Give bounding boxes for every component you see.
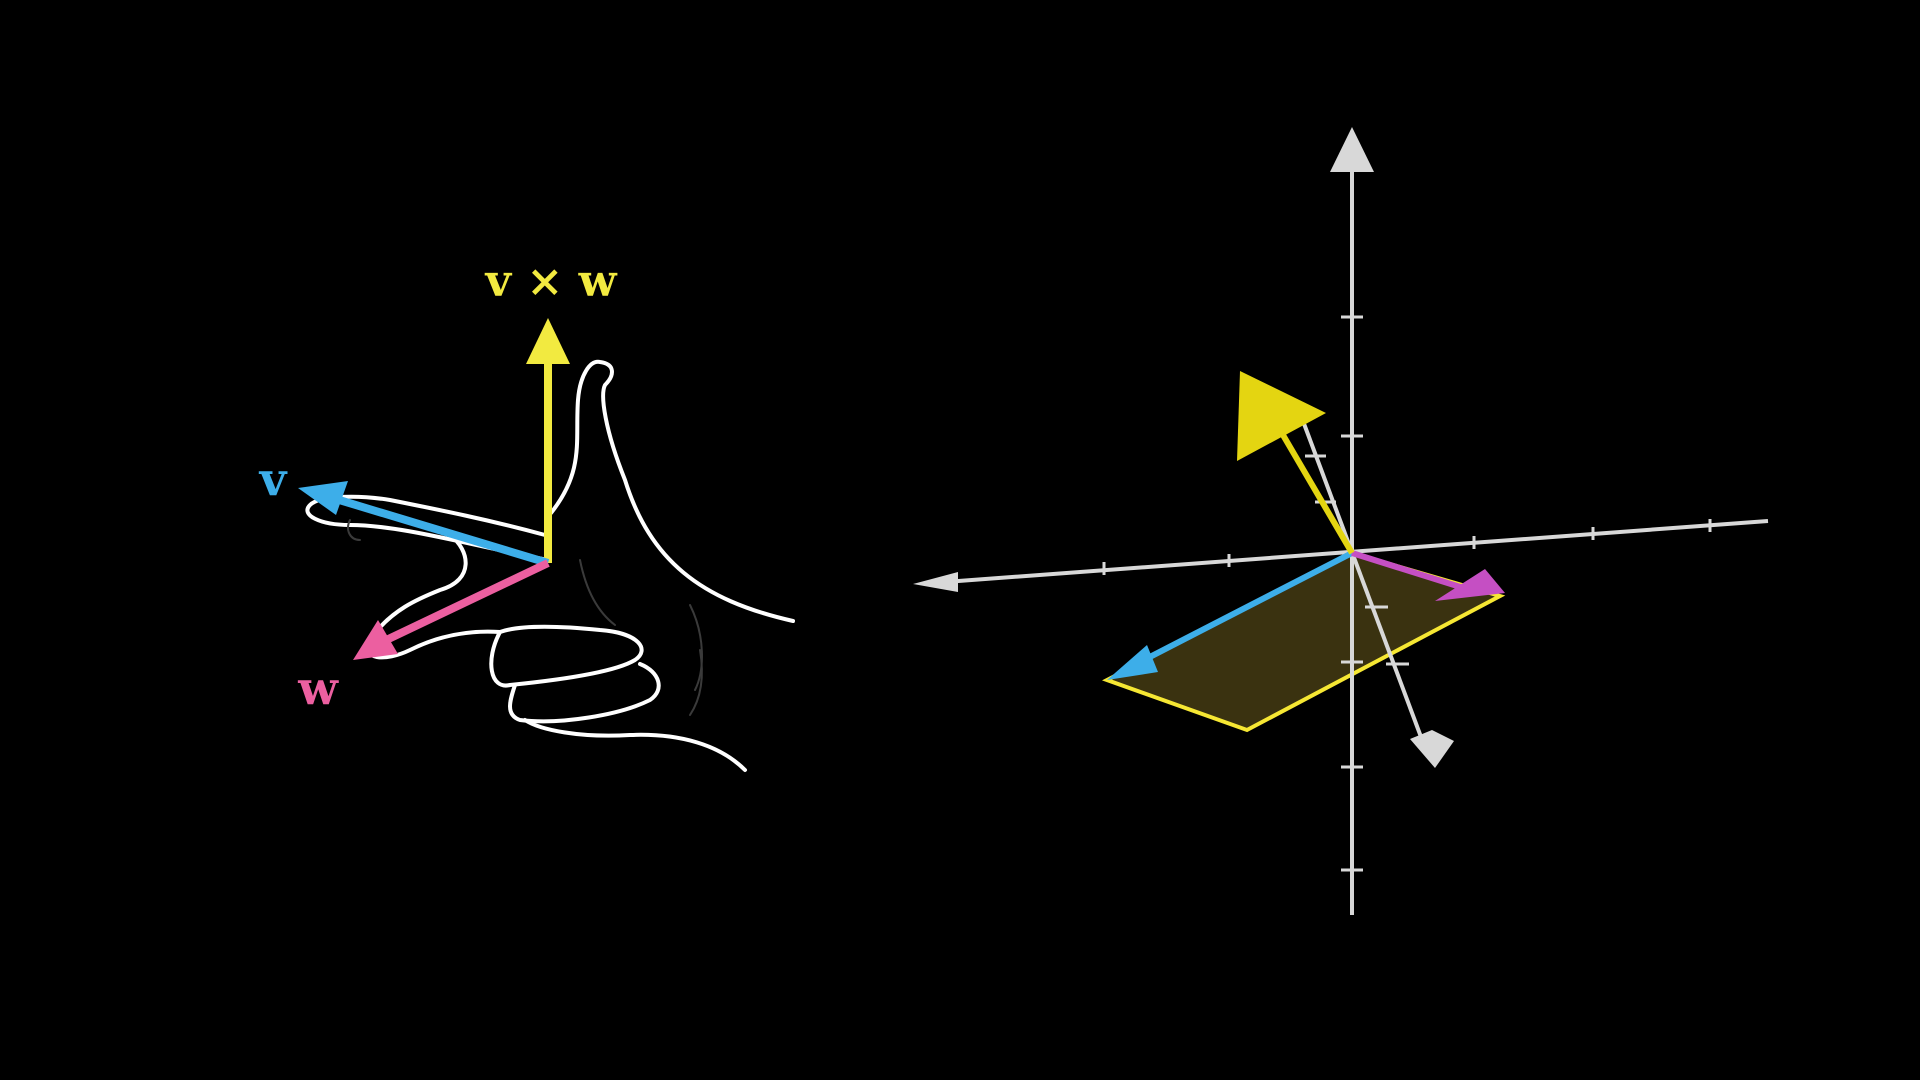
v-label: v	[259, 452, 288, 506]
v-3d-arrow	[1107, 550, 1354, 680]
v-arrow	[298, 481, 550, 567]
ring-finger-outline	[489, 624, 644, 688]
palm-bottom-outline	[523, 718, 747, 772]
depth-axis-arrowhead	[1410, 730, 1454, 768]
crease-1	[579, 559, 616, 626]
v-shaft	[324, 492, 550, 567]
v-3d-arrowhead	[1107, 645, 1158, 680]
hand-creases	[347, 519, 703, 716]
w-arrow	[353, 559, 550, 660]
thumb-outline	[549, 359, 795, 623]
cross-product-3d-arrowhead	[1237, 371, 1326, 461]
v-arrowhead	[298, 481, 348, 515]
vertical-axis-arrowhead	[1330, 127, 1374, 172]
horizontal-axis-arrowhead	[913, 572, 958, 592]
vertical-axis	[1330, 127, 1374, 915]
cross-product-label: v × w	[485, 256, 618, 307]
w-3d-shaft	[1351, 550, 1471, 593]
crease-4	[347, 519, 361, 541]
w-arrowhead	[353, 620, 398, 660]
crease-2	[689, 604, 703, 691]
3d-axes-panel	[913, 127, 1769, 915]
w-3d-arrow	[1351, 550, 1505, 601]
crease-3	[689, 649, 703, 716]
cross-product-3d-shaft	[1280, 433, 1355, 555]
w-shaft	[378, 559, 550, 647]
pinky-outline	[508, 662, 661, 724]
index-finger-outline	[305, 494, 550, 562]
v-3d-shaft	[1138, 550, 1354, 665]
cross-product-arrow	[526, 318, 570, 563]
w-3d-arrowhead	[1435, 569, 1505, 601]
right-hand-rule-panel: v × w v w	[259, 256, 795, 772]
cross-product-arrowhead	[526, 318, 570, 364]
depth-axis-line	[1298, 412, 1426, 746]
w-label: w	[297, 661, 339, 715]
vertical-axis-ticks	[1341, 315, 1363, 872]
horizontal-axis-ticks	[1102, 519, 1712, 575]
cross-product-3d-arrow	[1237, 371, 1355, 555]
depth-axis	[1298, 412, 1454, 768]
